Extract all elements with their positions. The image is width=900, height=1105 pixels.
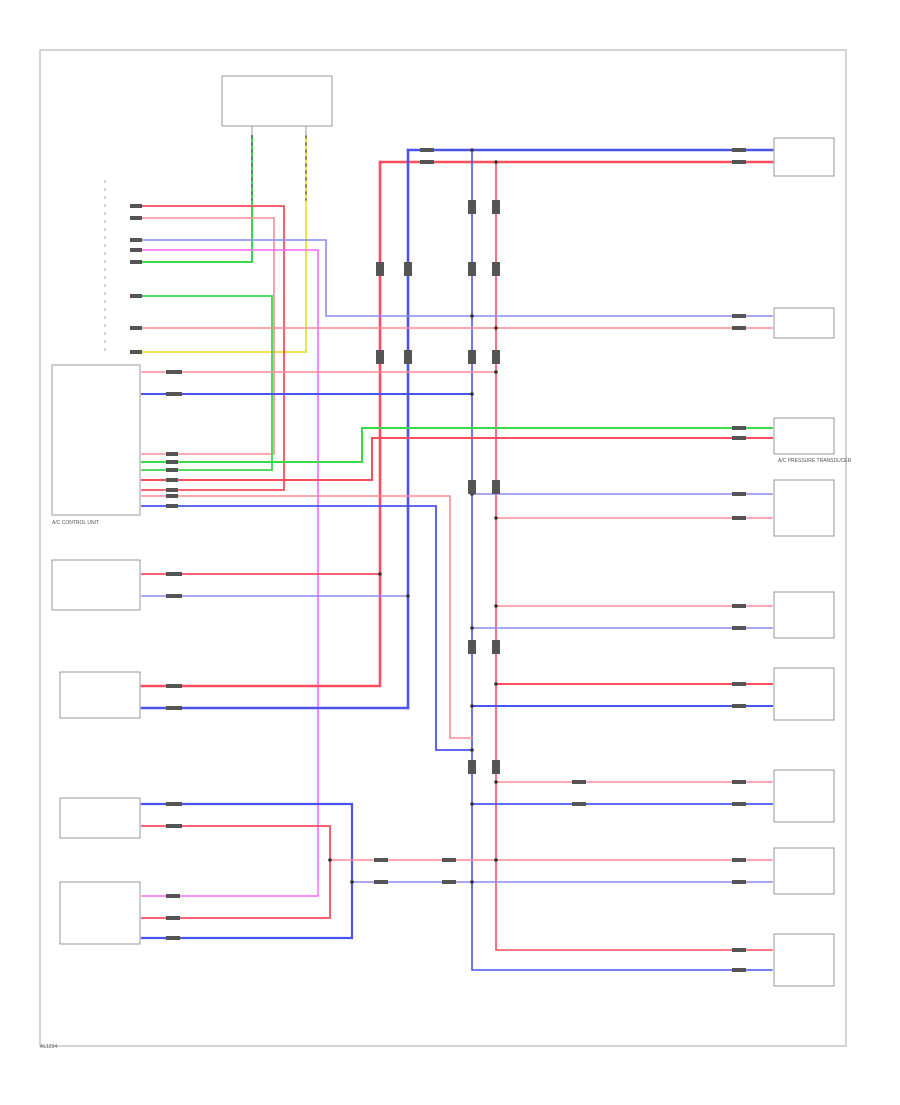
junction-dot (494, 516, 498, 520)
junction-dot (494, 858, 498, 862)
component-box (773, 933, 835, 987)
left-components (51, 364, 141, 945)
component-box (773, 479, 835, 537)
wire-pink (141, 249, 319, 881)
junction-dot (494, 370, 498, 374)
junction-dot (494, 780, 498, 784)
wire-blue (141, 239, 773, 317)
component-box (773, 307, 835, 339)
fuse-box-top (221, 75, 333, 136)
right-components (773, 137, 835, 987)
junction-dot (406, 594, 410, 598)
junction-dot (470, 392, 474, 396)
junction-dot (494, 160, 498, 164)
junction-dot (494, 682, 498, 686)
wire-lightblue (471, 149, 773, 971)
wire-yellow (141, 135, 307, 353)
wire-red (141, 437, 773, 481)
wire-pink (141, 879, 319, 897)
wire-blue (140, 802, 354, 940)
component-box (773, 667, 835, 721)
component-box (773, 847, 835, 895)
wire-code-marks (130, 148, 746, 972)
junction-dot (350, 880, 354, 884)
wire-red (141, 217, 275, 455)
junction-dot (470, 704, 474, 708)
junction-dot (378, 572, 382, 576)
wire-green (141, 427, 773, 463)
component-box (773, 591, 835, 639)
junction-dot (470, 748, 474, 752)
component-box (773, 417, 835, 455)
component-box (773, 137, 835, 177)
junction-dot (470, 802, 474, 806)
wire-blue (141, 505, 473, 751)
wire-green (141, 295, 273, 471)
wire-red (141, 205, 285, 491)
wire-green (141, 135, 253, 263)
wires (140, 135, 774, 971)
component-box (51, 559, 141, 611)
junctions (328, 148, 498, 884)
wire-red (141, 825, 331, 919)
component-box (59, 671, 141, 719)
junction-dot (328, 858, 332, 862)
diagram-frame (39, 49, 847, 1047)
junction-dot (470, 626, 474, 630)
component-box (773, 769, 835, 823)
footer-code: AL1234 (40, 1044, 58, 1050)
junction-dot (494, 604, 498, 608)
ac-pressure-transducer-label: A/C PRESSURE TRANSDUCER (778, 458, 852, 464)
junction-dot (470, 880, 474, 884)
junction-dot (470, 148, 474, 152)
junction-dot (470, 314, 474, 318)
junction-dot (494, 326, 498, 330)
ac-control-unit-box (51, 364, 141, 516)
wire-red (141, 495, 473, 739)
component-box (59, 881, 141, 945)
wire-lightred (495, 161, 773, 951)
component-box (59, 797, 141, 839)
ac-control-unit-label: A/C CONTROL UNIT (52, 520, 99, 526)
